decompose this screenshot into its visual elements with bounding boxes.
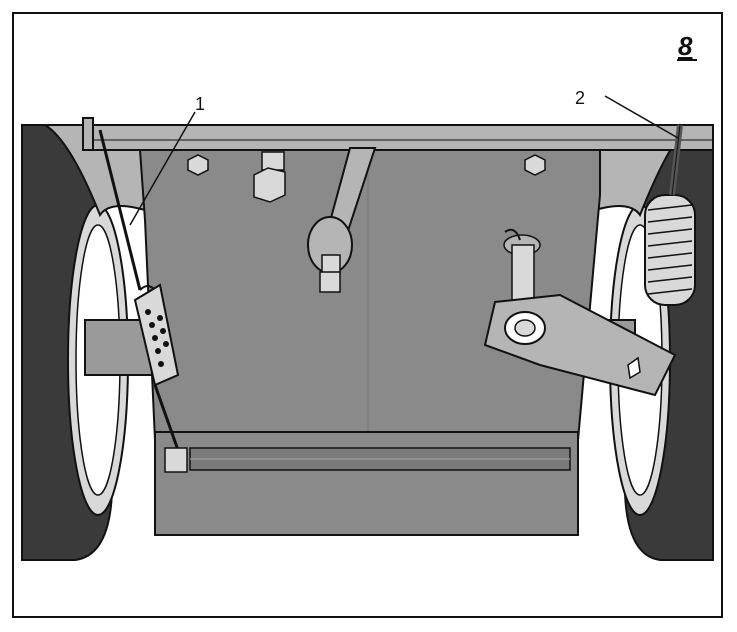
- callout-label-1: 1: [195, 94, 205, 114]
- bolt-left: [187, 154, 209, 176]
- lower-shelf: [154, 431, 579, 536]
- bolt-right: [524, 154, 546, 176]
- bracket-arm: [483, 293, 677, 397]
- figure-number: 8: [678, 31, 693, 61]
- center-hex-nut: [253, 151, 286, 203]
- cable-1: [98, 129, 188, 473]
- top-plate: [84, 124, 714, 151]
- spring: [644, 194, 696, 306]
- callout-label-2: 2: [575, 88, 585, 108]
- leader-line-1: [129, 111, 196, 226]
- pin-assembly: [503, 228, 541, 301]
- center-linkage: [307, 147, 377, 293]
- adjuster-plate: [133, 283, 180, 387]
- leader-line-2: [604, 95, 679, 139]
